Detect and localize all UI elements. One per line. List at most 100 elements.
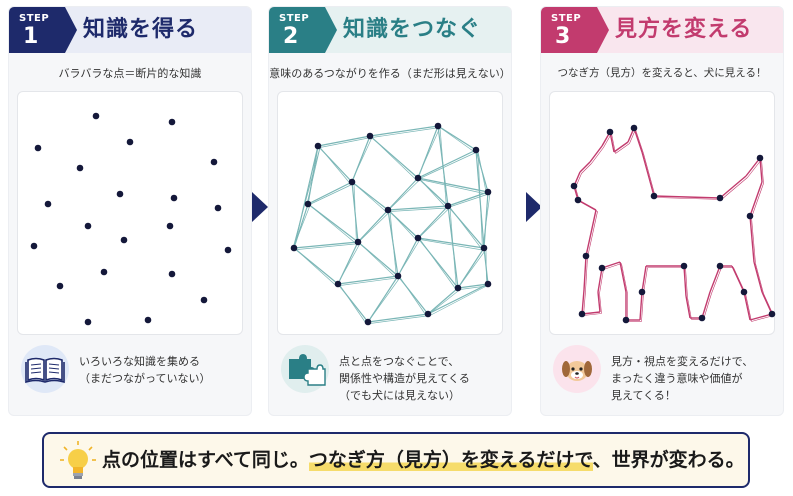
knowledge-dot: [334, 280, 342, 288]
connection-line: [317, 135, 371, 147]
connection-line: [307, 181, 353, 205]
knowledge-dot: [630, 124, 638, 132]
connection-line: [396, 239, 421, 279]
connection-line: [389, 211, 397, 279]
knowledge-dot: [44, 200, 52, 208]
connection-line: [449, 207, 483, 251]
connection-line: [417, 237, 485, 249]
next-arrow-icon: [252, 192, 268, 222]
dog-outline-line: [653, 195, 721, 199]
knowledge-dot: [304, 200, 312, 208]
connection-line: [306, 183, 355, 207]
knowledge-dot: [740, 288, 748, 296]
knowledge-dot: [606, 128, 614, 136]
knowledge-dot: [354, 238, 362, 246]
knowledge-dot: [384, 206, 392, 214]
scattered-dots: [30, 112, 232, 326]
knowledge-dot: [84, 318, 92, 326]
knowledge-dot: [214, 204, 222, 212]
connection-line: [357, 209, 389, 243]
knowledge-dot: [598, 264, 606, 272]
connection-line: [439, 127, 475, 153]
connection-line: [387, 205, 449, 211]
dog-outline-line: [579, 201, 598, 212]
knowledge-dot: [168, 118, 176, 126]
knowledge-dot: [768, 310, 776, 318]
connection-line: [483, 191, 489, 249]
dog-outline-line: [761, 159, 764, 184]
dog-outline-line: [583, 313, 602, 316]
step3-title: 見方を変える: [615, 17, 753, 42]
dog-outline-line: [597, 291, 601, 313]
puzzle-icon: [281, 345, 329, 393]
dog-outline-line: [577, 199, 597, 211]
knowledge-dot: [578, 310, 586, 318]
connection-line: [353, 183, 357, 245]
dog-outline-line: [581, 289, 585, 315]
connection-line: [416, 151, 479, 181]
knowledge-dot: [170, 194, 178, 202]
dog-outline-line: [603, 263, 622, 270]
knowledge-dot: [56, 282, 64, 290]
dog-outline-line: [591, 147, 604, 164]
step1-subtitle: バラバラな点＝断片的な知識: [58, 67, 202, 80]
step2-header: STEP 2 知識をつなぐ: [269, 7, 511, 53]
connection-line: [293, 145, 319, 249]
dog-outline-line: [749, 313, 773, 321]
knowledge-dot: [638, 288, 646, 296]
dog-outline-line: [685, 295, 691, 319]
knowledge-dot: [34, 144, 42, 152]
next-arrow-icon: [526, 192, 542, 222]
dog-outline-line: [749, 215, 755, 263]
connection-line: [427, 287, 459, 315]
knowledge-dot: [484, 188, 492, 196]
knowledge-dot: [484, 280, 492, 288]
dog-outline-line: [579, 161, 591, 173]
connection-line: [356, 211, 391, 245]
connection-line: [457, 283, 489, 289]
connection-line: [339, 277, 397, 286]
dog-outline-line: [581, 163, 592, 174]
knowledge-dot: [444, 202, 452, 210]
connection-line: [367, 313, 429, 323]
dog-outline-line: [751, 183, 764, 218]
dog-outline-line: [633, 127, 643, 153]
connection-line: [417, 205, 449, 239]
dog-outline-line: [585, 209, 597, 257]
connection-line: [456, 249, 487, 291]
dot-network: [290, 122, 492, 326]
dog-outline-line: [703, 293, 712, 320]
connection-line: [417, 177, 489, 193]
knowledge-dot: [92, 112, 100, 120]
connection-line: [293, 241, 359, 249]
dog-outline-line: [639, 291, 643, 321]
connection-line: [369, 125, 439, 137]
dog-outline-line: [753, 261, 763, 293]
knowledge-dot: [454, 284, 462, 292]
knowledge-dot: [716, 262, 724, 270]
dog-outline-line: [701, 291, 711, 319]
step1-panel: STEP 1 知識を得る バラバラな点＝断片的な知識 いろいろな知識を集める （…: [8, 6, 252, 416]
step1-dots-canvas: [17, 91, 243, 335]
step3-panel: STEP 3 見方を変える つなぎ方（見方）を変えると、犬に見える！ 見方・視点…: [540, 6, 784, 416]
dog-outline-line: [629, 129, 636, 144]
dog-outline-line: [711, 267, 722, 294]
knowledge-dot: [200, 296, 208, 304]
step2-title: 知識をつなぐ: [343, 17, 482, 42]
connection-line: [419, 239, 457, 291]
knowledge-dot: [364, 318, 372, 326]
connection-line: [359, 243, 397, 279]
knowledge-dot: [116, 190, 124, 198]
knowledge-dot: [168, 270, 176, 278]
connection-line: [337, 275, 399, 285]
step3-badge: STEP 3: [541, 7, 609, 53]
connection-line: [371, 127, 437, 138]
dog-outline-line: [599, 293, 602, 314]
summary-text: 点の位置はすべて同じ。つなぎ方（見方）を変えるだけで、世界が変わる。: [102, 449, 745, 471]
step3-dog-canvas: [549, 91, 776, 335]
knowledge-dot: [224, 246, 232, 254]
dog-outline-line: [619, 261, 627, 293]
knowledge-dot: [434, 122, 442, 130]
dog-shape: [570, 124, 776, 324]
step2-badge: STEP 2: [269, 7, 337, 53]
